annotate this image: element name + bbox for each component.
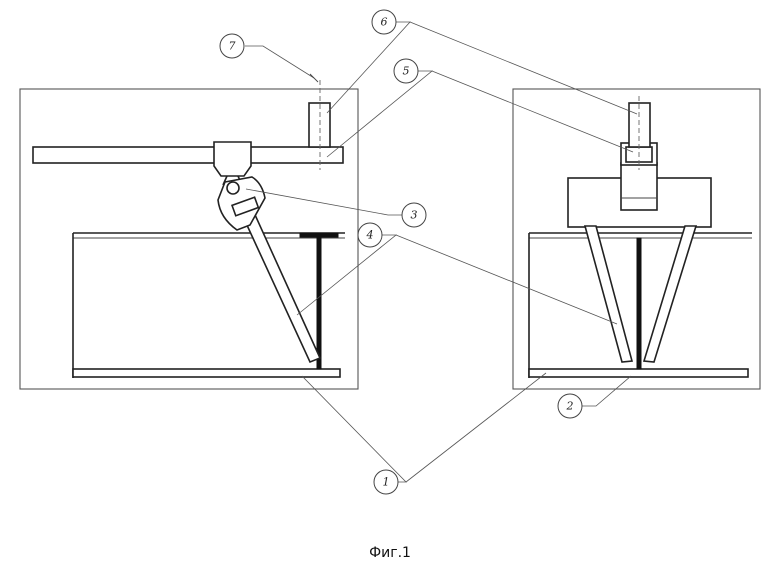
callout-7: 7 xyxy=(220,34,244,58)
callout-4-label: 4 xyxy=(366,229,374,242)
right-clamp-column xyxy=(621,163,657,210)
left-beam-bottom-flange xyxy=(73,369,340,377)
left-view xyxy=(20,80,358,389)
left-vertical-post xyxy=(309,103,330,147)
callout-2: 2 xyxy=(558,394,582,418)
callout-6: 6 xyxy=(372,10,396,34)
right-beam-bottom-flange xyxy=(529,369,748,377)
callout-5-label: 5 xyxy=(403,65,410,78)
left-gripper-pin xyxy=(227,182,239,194)
callout-4: 4 xyxy=(358,223,382,247)
left-beam-web xyxy=(317,238,321,369)
left-beam-web-cap xyxy=(300,233,338,237)
callout-1: 1 xyxy=(374,470,398,494)
right-beam-web xyxy=(637,238,641,369)
left-horizontal-bar xyxy=(33,147,343,163)
callout-2-label: 2 xyxy=(566,400,574,413)
callout-5: 5 xyxy=(394,59,418,83)
left-clamp-block xyxy=(214,142,251,176)
callout-7-label: 7 xyxy=(229,40,236,53)
right-vertical-post xyxy=(629,103,650,147)
callout-1-label: 1 xyxy=(383,476,390,489)
figure-caption: Фиг.1 xyxy=(0,545,780,561)
right-view xyxy=(513,89,760,389)
callout-3-label: 3 xyxy=(411,209,418,222)
callout-6-label: 6 xyxy=(381,16,388,29)
callout-3: 3 xyxy=(402,203,426,227)
